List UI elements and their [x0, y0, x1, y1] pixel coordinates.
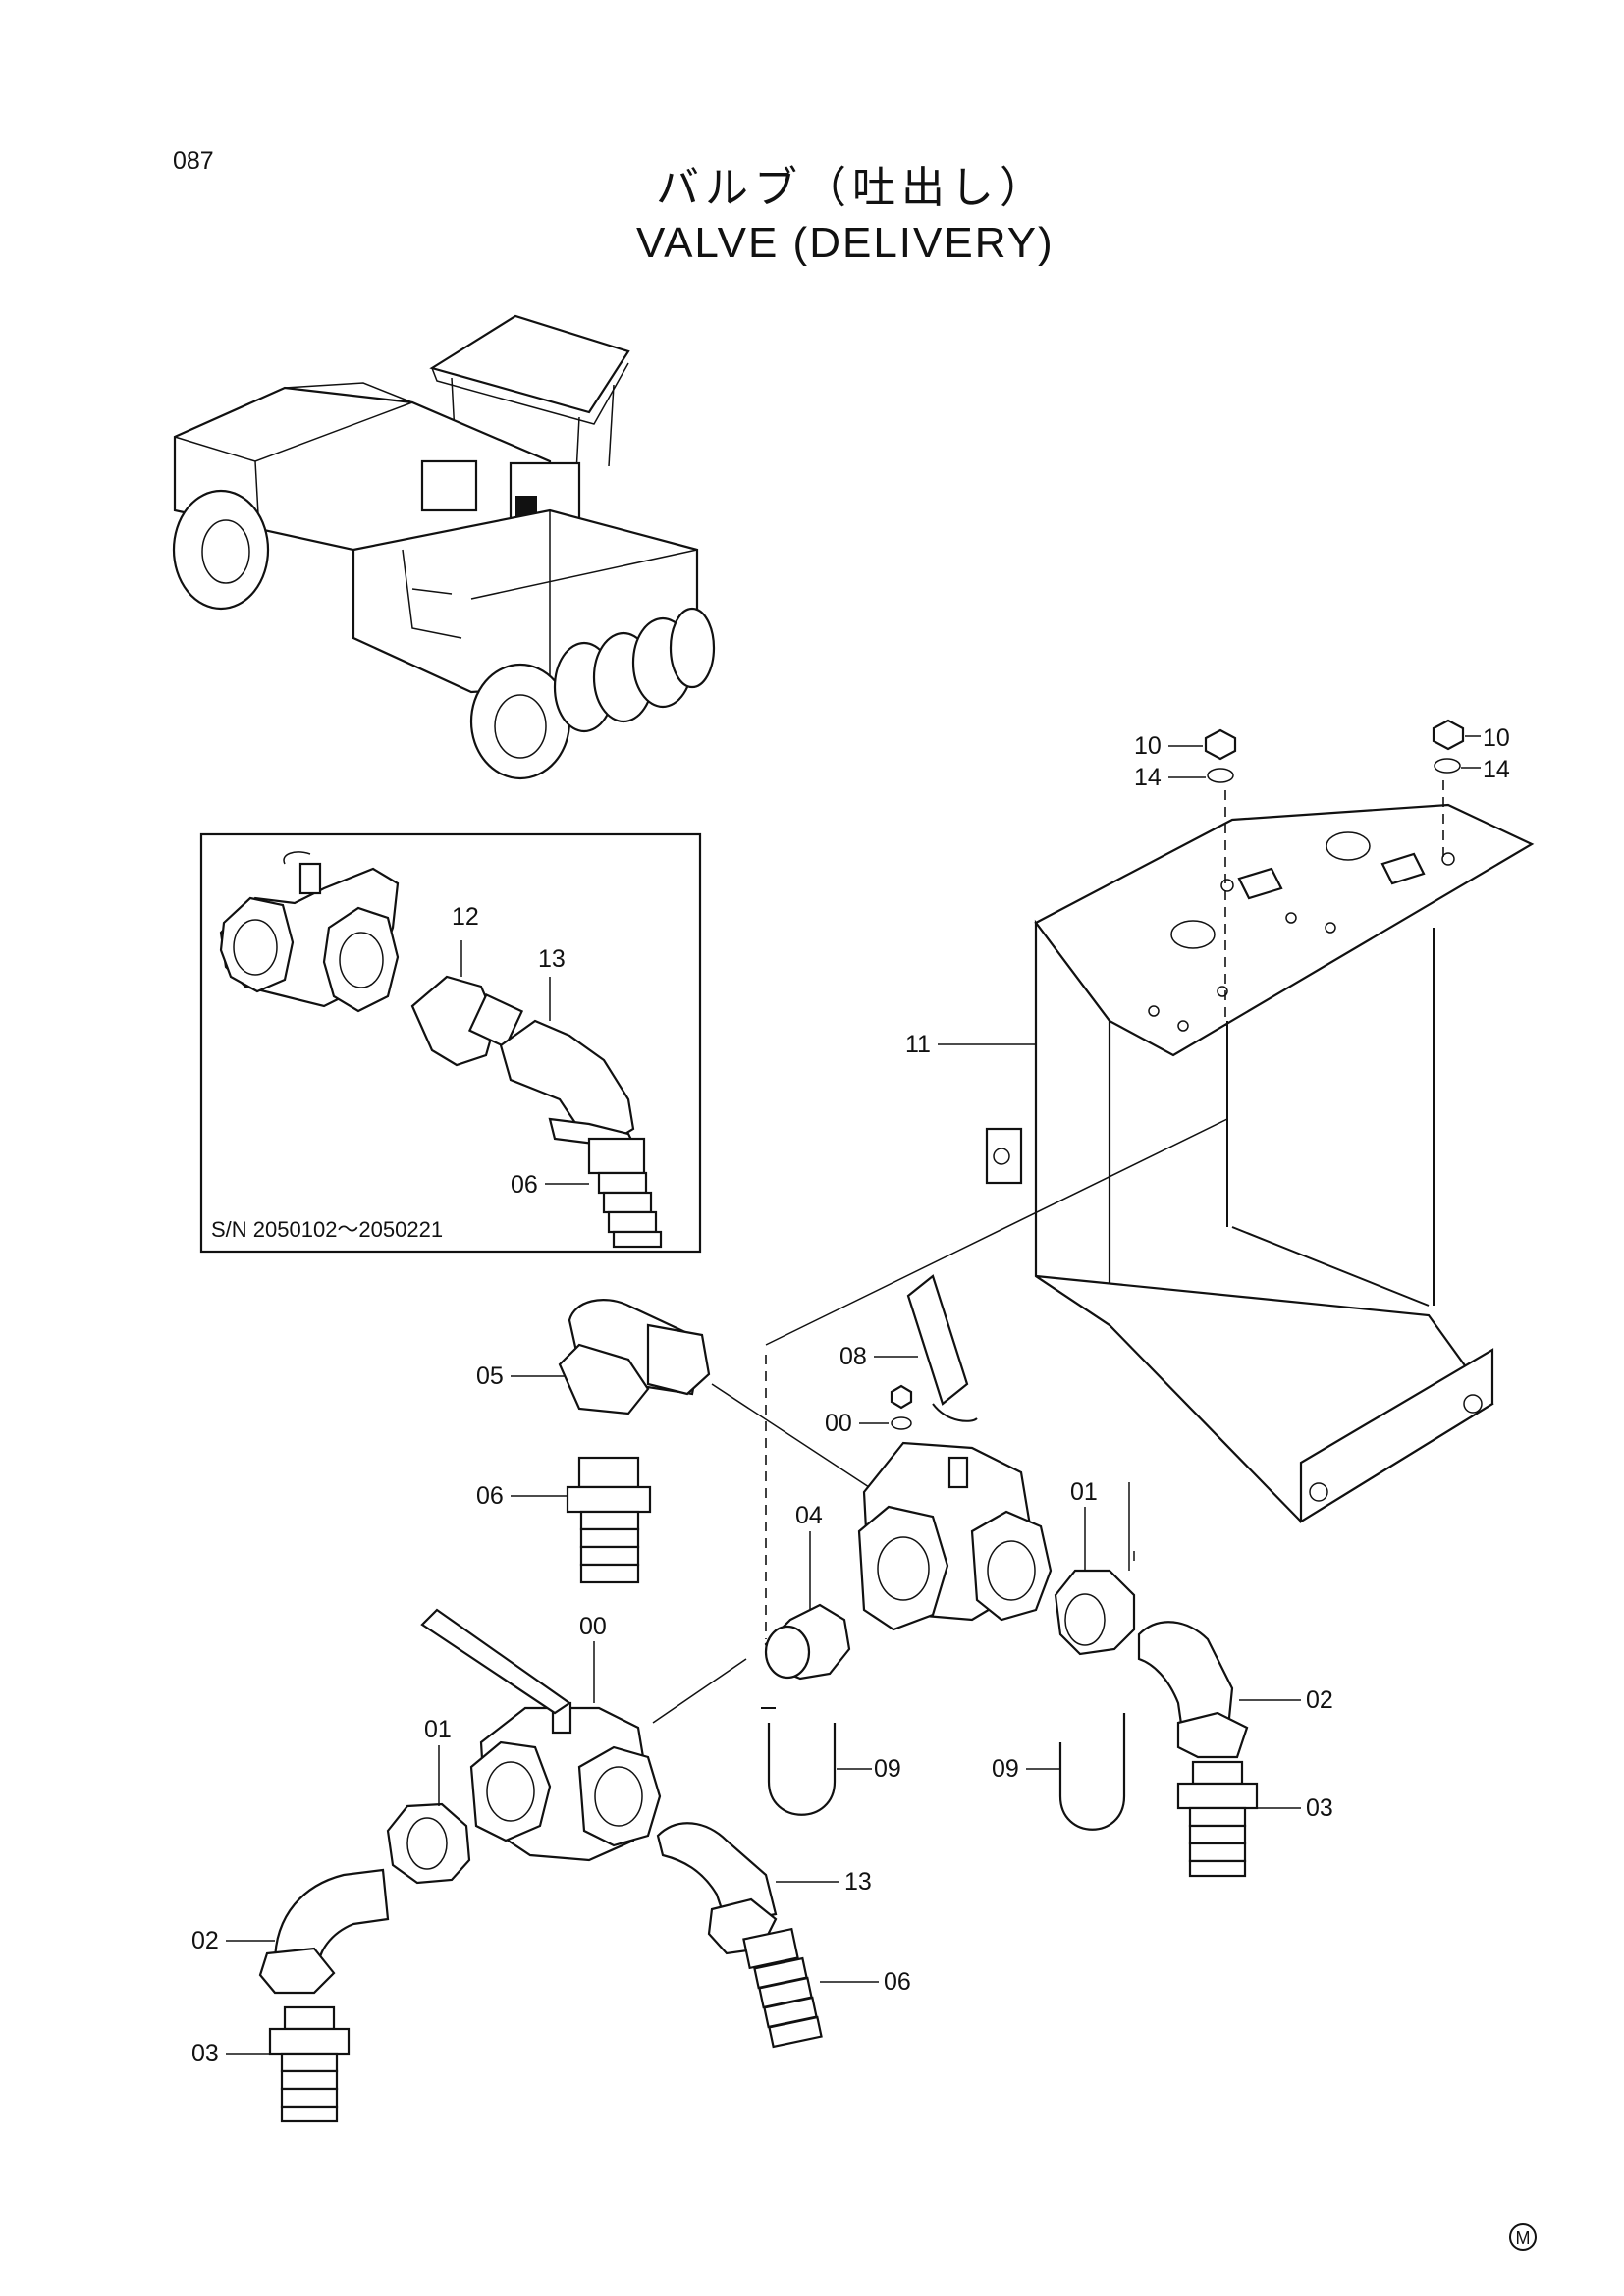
part-03-hose-tail-left [268, 2005, 351, 2123]
inset-callout-12: 12 [452, 903, 479, 931]
machine-illustration [172, 314, 716, 780]
part-09-ubolt-left [761, 1707, 837, 1816]
part-09-ubolt-right [1058, 1713, 1126, 1831]
manufacturer-mark-letter: M [1516, 2228, 1531, 2248]
callout-02-left: 02 [191, 1927, 219, 1954]
callout-00-lower: 00 [579, 1613, 607, 1640]
inset-ball-valve [219, 851, 400, 1013]
inset-part-06-hose-tail [545, 1137, 663, 1249]
part-01-bushing-right [1054, 1569, 1136, 1656]
nut-washer-right [1432, 719, 1465, 859]
callout-09-left: 09 [874, 1755, 901, 1783]
inset-part-13-elbow [499, 977, 635, 1146]
upper-ball-valve [857, 1274, 1053, 1631]
callout-11: 11 [905, 1031, 931, 1058]
callout-05: 05 [476, 1362, 504, 1390]
manufacturer-mark-icon: M [1509, 2223, 1537, 2251]
title-english: VALVE (DELIVERY) [636, 219, 1055, 267]
part-13-elbow-lower [656, 1822, 778, 1955]
callout-13-lower: 13 [844, 1868, 872, 1896]
part-06-hose-tail-mid [566, 1456, 652, 1584]
callout-06-mid: 06 [476, 1482, 504, 1510]
bracket-part-11 [985, 803, 1535, 1523]
callout-01-upper: 01 [1070, 1478, 1098, 1506]
callout-02-right: 02 [1306, 1686, 1333, 1714]
part-01-bushing-left [386, 1802, 471, 1885]
lower-ball-valve [420, 1608, 662, 1862]
inset-serial-range: S/N 2050102～2050221 [211, 1217, 443, 1242]
callout-06-lower: 06 [884, 1968, 911, 1996]
part-04-nipple [764, 1355, 851, 1681]
callout-01-lower: 01 [424, 1716, 452, 1743]
part-06-hose-tail-lower [742, 1927, 823, 2049]
inset-callout-13: 13 [538, 945, 566, 973]
nut-washer-left [1204, 728, 1237, 1026]
callout-03-right: 03 [1306, 1794, 1333, 1822]
part-05-elbow [558, 1299, 711, 1415]
page-number: 087 [173, 147, 214, 175]
callout-14-left: 14 [1134, 764, 1162, 791]
inset-part-12-nipple [410, 940, 524, 1067]
part-02-elbow-left [258, 1868, 390, 1995]
callout-00-upper: 00 [825, 1410, 852, 1437]
callout-08: 08 [839, 1343, 867, 1370]
part-02-elbow-right [1137, 1621, 1249, 1759]
callout-03-left: 03 [191, 2040, 219, 2067]
inset-detail-box: 12 13 06 S/N 2050102～2050221 [199, 832, 702, 1254]
part-03-hose-tail-right [1176, 1760, 1259, 1878]
callout-04: 04 [795, 1502, 823, 1529]
callout-10-left: 10 [1134, 732, 1162, 760]
callouts: 10 14 10 14 11 05 08 00 06 04 01 00 02 0… [191, 724, 1510, 2067]
callout-10-right: 10 [1483, 724, 1510, 752]
callout-14-right: 14 [1483, 756, 1510, 783]
title-japanese: バルブ（吐出し） [656, 163, 1049, 213]
callout-09-right: 09 [992, 1755, 1019, 1783]
inset-callout-06: 06 [511, 1171, 538, 1199]
